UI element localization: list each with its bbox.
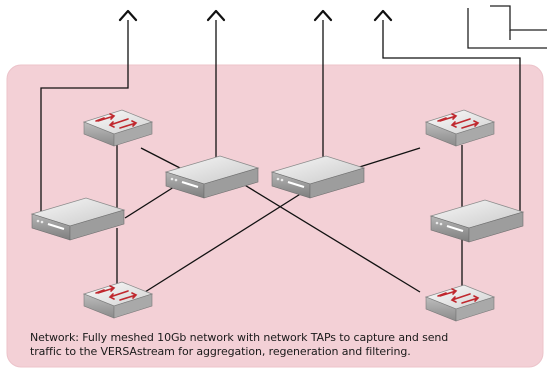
arrow-up-icon: [373, 9, 393, 22]
router-top-left-switch-icon: [82, 109, 154, 147]
link-cr-tap-to-bl-switch: [144, 185, 314, 293]
router-bottom-right-switch-icon: [424, 284, 496, 322]
arrow-up-icon: [118, 9, 138, 22]
arrow-up-icon: [206, 9, 226, 22]
arrow-up-icon: [313, 9, 333, 22]
caption-line-1: Network: Fully meshed 10Gb network with …: [30, 331, 449, 344]
caption-line-2: traffic to the VERSAstream for aggregati…: [30, 345, 411, 358]
tap-center-left-appliance-icon: [164, 155, 260, 199]
uplink-left: [40, 20, 129, 213]
versastream-device-outline: [467, 5, 547, 49]
tap-left-appliance-icon: [30, 197, 126, 241]
link-cl-tap-to-br-switch: [242, 183, 421, 293]
link-tr-switch-to-cr-tap: [349, 147, 421, 171]
network-caption: Network: Fully meshed 10Gb network with …: [30, 331, 540, 359]
tap-center-right-appliance-icon: [270, 155, 366, 199]
uplink-arrows: [118, 9, 393, 22]
router-top-right-switch-icon: [424, 109, 496, 147]
uplink-right: [382, 20, 521, 212]
link-tl-switch-to-cl-tap: [140, 147, 181, 169]
tap-right-appliance-icon: [429, 199, 525, 243]
router-bottom-left-switch-icon: [82, 281, 154, 319]
